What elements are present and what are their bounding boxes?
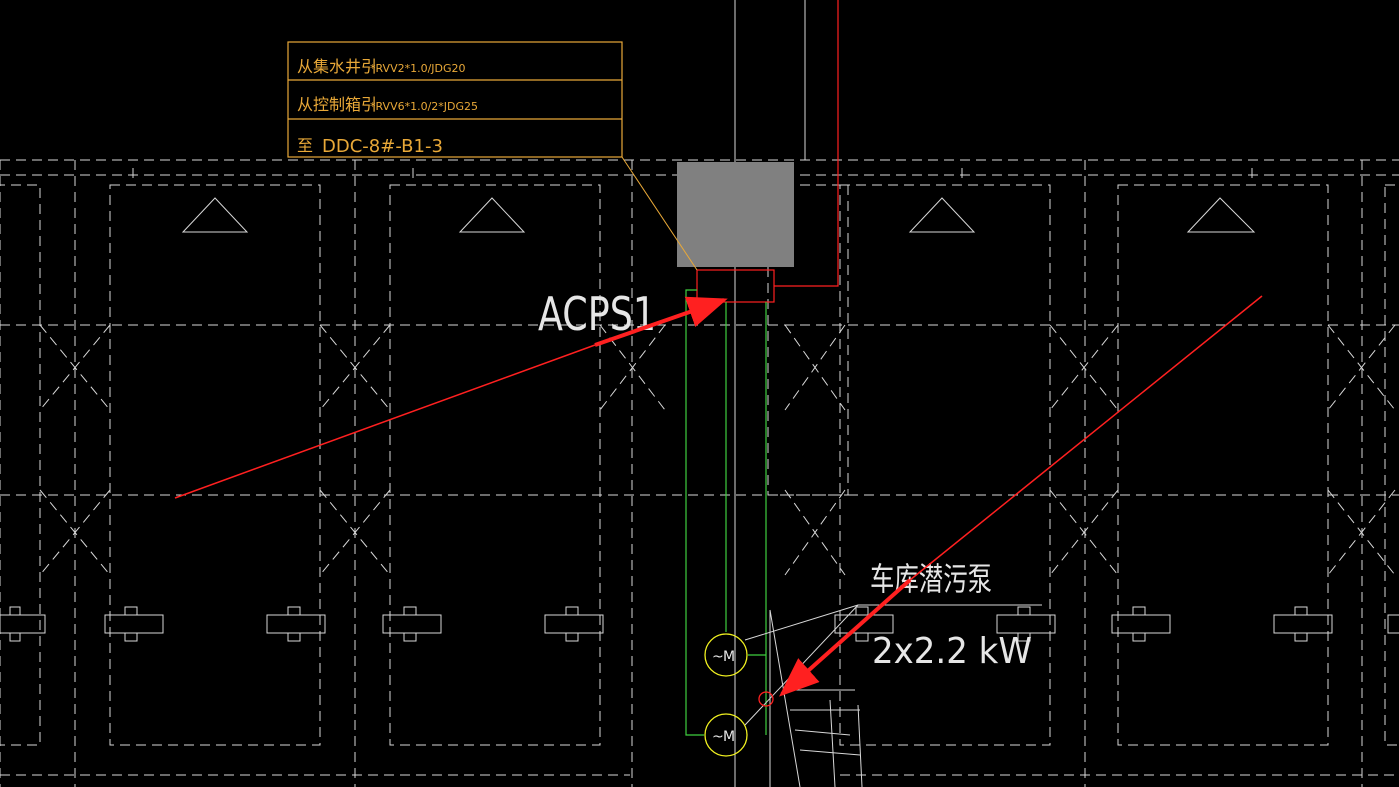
- top-ticks: [132, 168, 1253, 178]
- annotation-row1-spec: *RVV2*1.0/JDG20: [370, 62, 466, 75]
- annotation-row2-spec: *RVV6*1.0/2*JDG25: [370, 100, 478, 113]
- arrow-to-junction: [909, 295, 1263, 581]
- junction-marker[interactable]: [758, 691, 774, 707]
- annotation-row3-main: 至: [297, 136, 313, 155]
- motor-1[interactable]: ~ M: [704, 633, 748, 677]
- annotation-row2-main: 从控制箱引: [297, 95, 377, 114]
- pump-name-label: 车库潜污泵: [870, 560, 992, 598]
- motor-2-prefix: ~: [712, 729, 724, 745]
- motor-1-prefix: ~: [712, 649, 724, 665]
- green-wiring: [685, 289, 767, 736]
- shaft-lines: [734, 0, 863, 787]
- panel-label: ACPS1: [538, 287, 656, 341]
- motor-2[interactable]: ~ M: [704, 713, 748, 757]
- arrow-to-panel: [174, 344, 596, 499]
- wheel-stop-symbols: [0, 606, 1399, 642]
- motor-2-symbol: M: [723, 729, 735, 745]
- annotation-row1-main: 从集水井引: [297, 57, 377, 76]
- annotation-leader: [621, 156, 698, 271]
- parking-grid: [0, 159, 1399, 787]
- equipment-block[interactable]: [677, 162, 794, 267]
- red-feeder-line: [774, 0, 839, 287]
- markup-arrows: [174, 295, 1263, 697]
- annotation-row3-spec: DDC-8#-B1-3: [322, 136, 443, 157]
- parking-bays: [0, 184, 1399, 746]
- motor-1-symbol: M: [723, 649, 735, 665]
- pump-power-label: 2x2.2 kW: [872, 631, 1032, 672]
- triangle-symbols: [181, 197, 1256, 233]
- column-x-markers: [39, 324, 1396, 576]
- annotation-box[interactable]: 从集水井引 *RVV2*1.0/JDG20 从控制箱引 *RVV6*1.0/2*…: [287, 41, 698, 271]
